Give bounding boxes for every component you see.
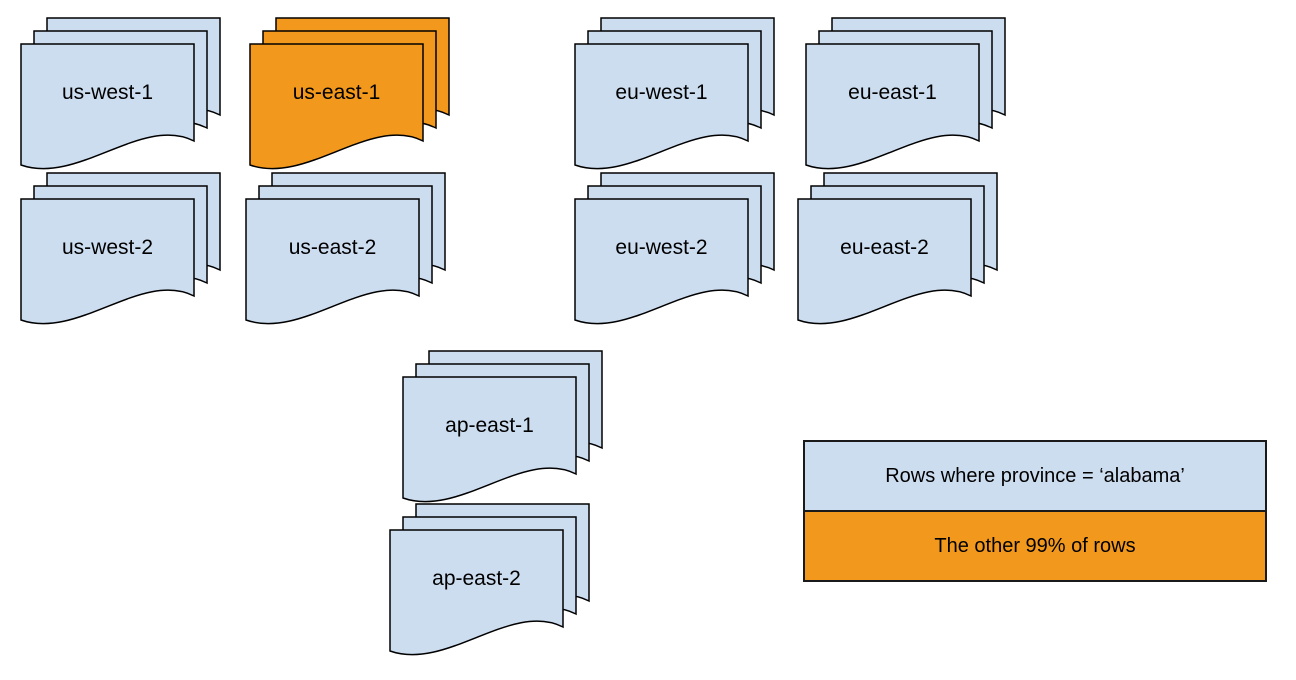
document-shape <box>249 43 424 170</box>
doc-stack-us-east-2: us-east-2 <box>245 172 446 328</box>
document-shape <box>389 529 564 656</box>
legend-item-other-rows: The other 99% of rows <box>805 510 1265 580</box>
doc-stack-us-east-1: us-east-1 <box>249 17 450 173</box>
legend-item-alabama-rows: Rows where province = ‘alabama’ <box>805 442 1265 510</box>
doc-stack-ap-east-1: ap-east-1 <box>402 350 603 506</box>
document-shape <box>805 43 980 170</box>
doc-stack-ap-east-2: ap-east-2 <box>389 503 590 659</box>
document-shape <box>20 198 195 325</box>
document-shape <box>402 376 577 503</box>
document-shape <box>245 198 420 325</box>
doc-stack-eu-east-1: eu-east-1 <box>805 17 1006 173</box>
doc-stack-eu-west-2: eu-west-2 <box>574 172 775 328</box>
document-shape <box>574 43 749 170</box>
doc-stack-eu-east-2: eu-east-2 <box>797 172 998 328</box>
document-shape <box>797 198 972 325</box>
legend-item-label: The other 99% of rows <box>934 534 1136 557</box>
legend: Rows where province = ‘alabama’ The othe… <box>803 440 1267 582</box>
legend-item-label: Rows where province = ‘alabama’ <box>885 464 1185 487</box>
doc-stack-eu-west-1: eu-west-1 <box>574 17 775 173</box>
document-shape <box>20 43 195 170</box>
doc-stack-us-west-2: us-west-2 <box>20 172 221 328</box>
doc-stack-us-west-1: us-west-1 <box>20 17 221 173</box>
document-shape <box>574 198 749 325</box>
